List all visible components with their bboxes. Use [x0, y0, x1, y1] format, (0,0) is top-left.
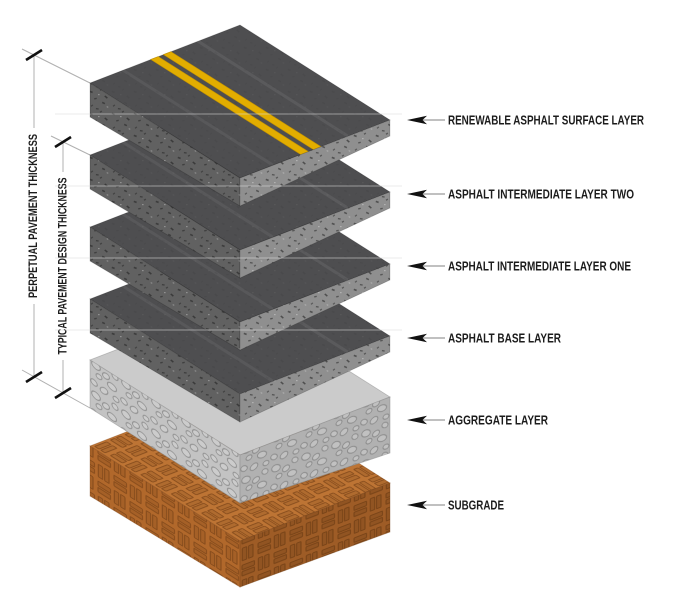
subgrade-right-texture	[240, 483, 390, 587]
surface-streak	[122, 140, 274, 239]
arrow-left-icon	[407, 415, 427, 425]
callout-asphalt-base-layer: ASPHALT BASE LAYER	[407, 331, 561, 346]
aggregate-layer-label: AGGREGATE LAYER	[448, 413, 548, 428]
arrow-left-icon	[407, 333, 427, 343]
perpetual-pavement-thickness-label: PERPETUAL PAVEMENT THICKNESS	[28, 134, 40, 298]
callout-aggregate-layer: AGGREGATE LAYER	[407, 413, 548, 428]
surface-slab	[89, 24, 391, 207]
tick-icon	[25, 48, 43, 62]
dimension-tick-marks	[25, 48, 72, 400]
aggregate-left-texture	[90, 360, 240, 503]
callout-subgrade: SUBGRADE	[407, 498, 504, 513]
callout-renewable-asphalt-surface-layer: RENEWABLE ASPHALT SURFACE LAYER	[407, 113, 644, 128]
faint-guide-lines	[55, 113, 402, 331]
subgrade-left-texture	[90, 446, 240, 587]
tick-icon	[54, 135, 72, 149]
dim-text-backing	[27, 128, 40, 304]
arrow-left-icon	[407, 115, 427, 125]
intermediate-one-label: ASPHALT INTERMEDIATE LAYER ONE	[448, 259, 631, 274]
leader-top-outer	[21, 48, 91, 84]
arrow-left-icon	[407, 500, 427, 510]
tick-icon	[54, 386, 72, 400]
arrow-left-icon	[407, 189, 427, 199]
layer-callouts: RENEWABLE ASPHALT SURFACE LAYER ASPHALT …	[407, 113, 644, 513]
surface-layer-label: RENEWABLE ASPHALT SURFACE LAYER	[448, 113, 644, 128]
leader-top-inner	[50, 135, 91, 156]
surface-streak	[122, 212, 274, 311]
surface-streak	[122, 68, 274, 167]
intermediate-two-label: ASPHALT INTERMEDIATE LAYER TWO	[448, 187, 634, 202]
tick-icon	[25, 370, 43, 384]
callout-asphalt-intermediate-layer-two: ASPHALT INTERMEDIATE LAYER TWO	[407, 187, 634, 202]
callout-asphalt-intermediate-layer-one: ASPHALT INTERMEDIATE LAYER ONE	[407, 259, 631, 274]
dim-text-backing	[56, 172, 69, 360]
base-layer-label: ASPHALT BASE LAYER	[448, 331, 561, 346]
surface-streak	[197, 39, 349, 138]
intermediate-one-right-texture	[240, 264, 390, 350]
subgrade-label: SUBGRADE	[448, 498, 504, 513]
dimension-annotations: PERPETUAL PAVEMENT THICKNESS TYPICAL PAV…	[21, 48, 91, 409]
leader-bottom	[21, 369, 91, 409]
surface-right-texture	[240, 120, 390, 206]
aggregate-right-texture	[240, 397, 390, 503]
intermediate-two-right-texture	[240, 192, 390, 278]
arrow-left-icon	[407, 261, 427, 271]
typical-pavement-design-thickness-label: TYPICAL PAVEMENT DESIGN THICKNESS	[58, 177, 70, 354]
surface-streak	[122, 284, 274, 383]
base-right-texture	[240, 336, 390, 422]
